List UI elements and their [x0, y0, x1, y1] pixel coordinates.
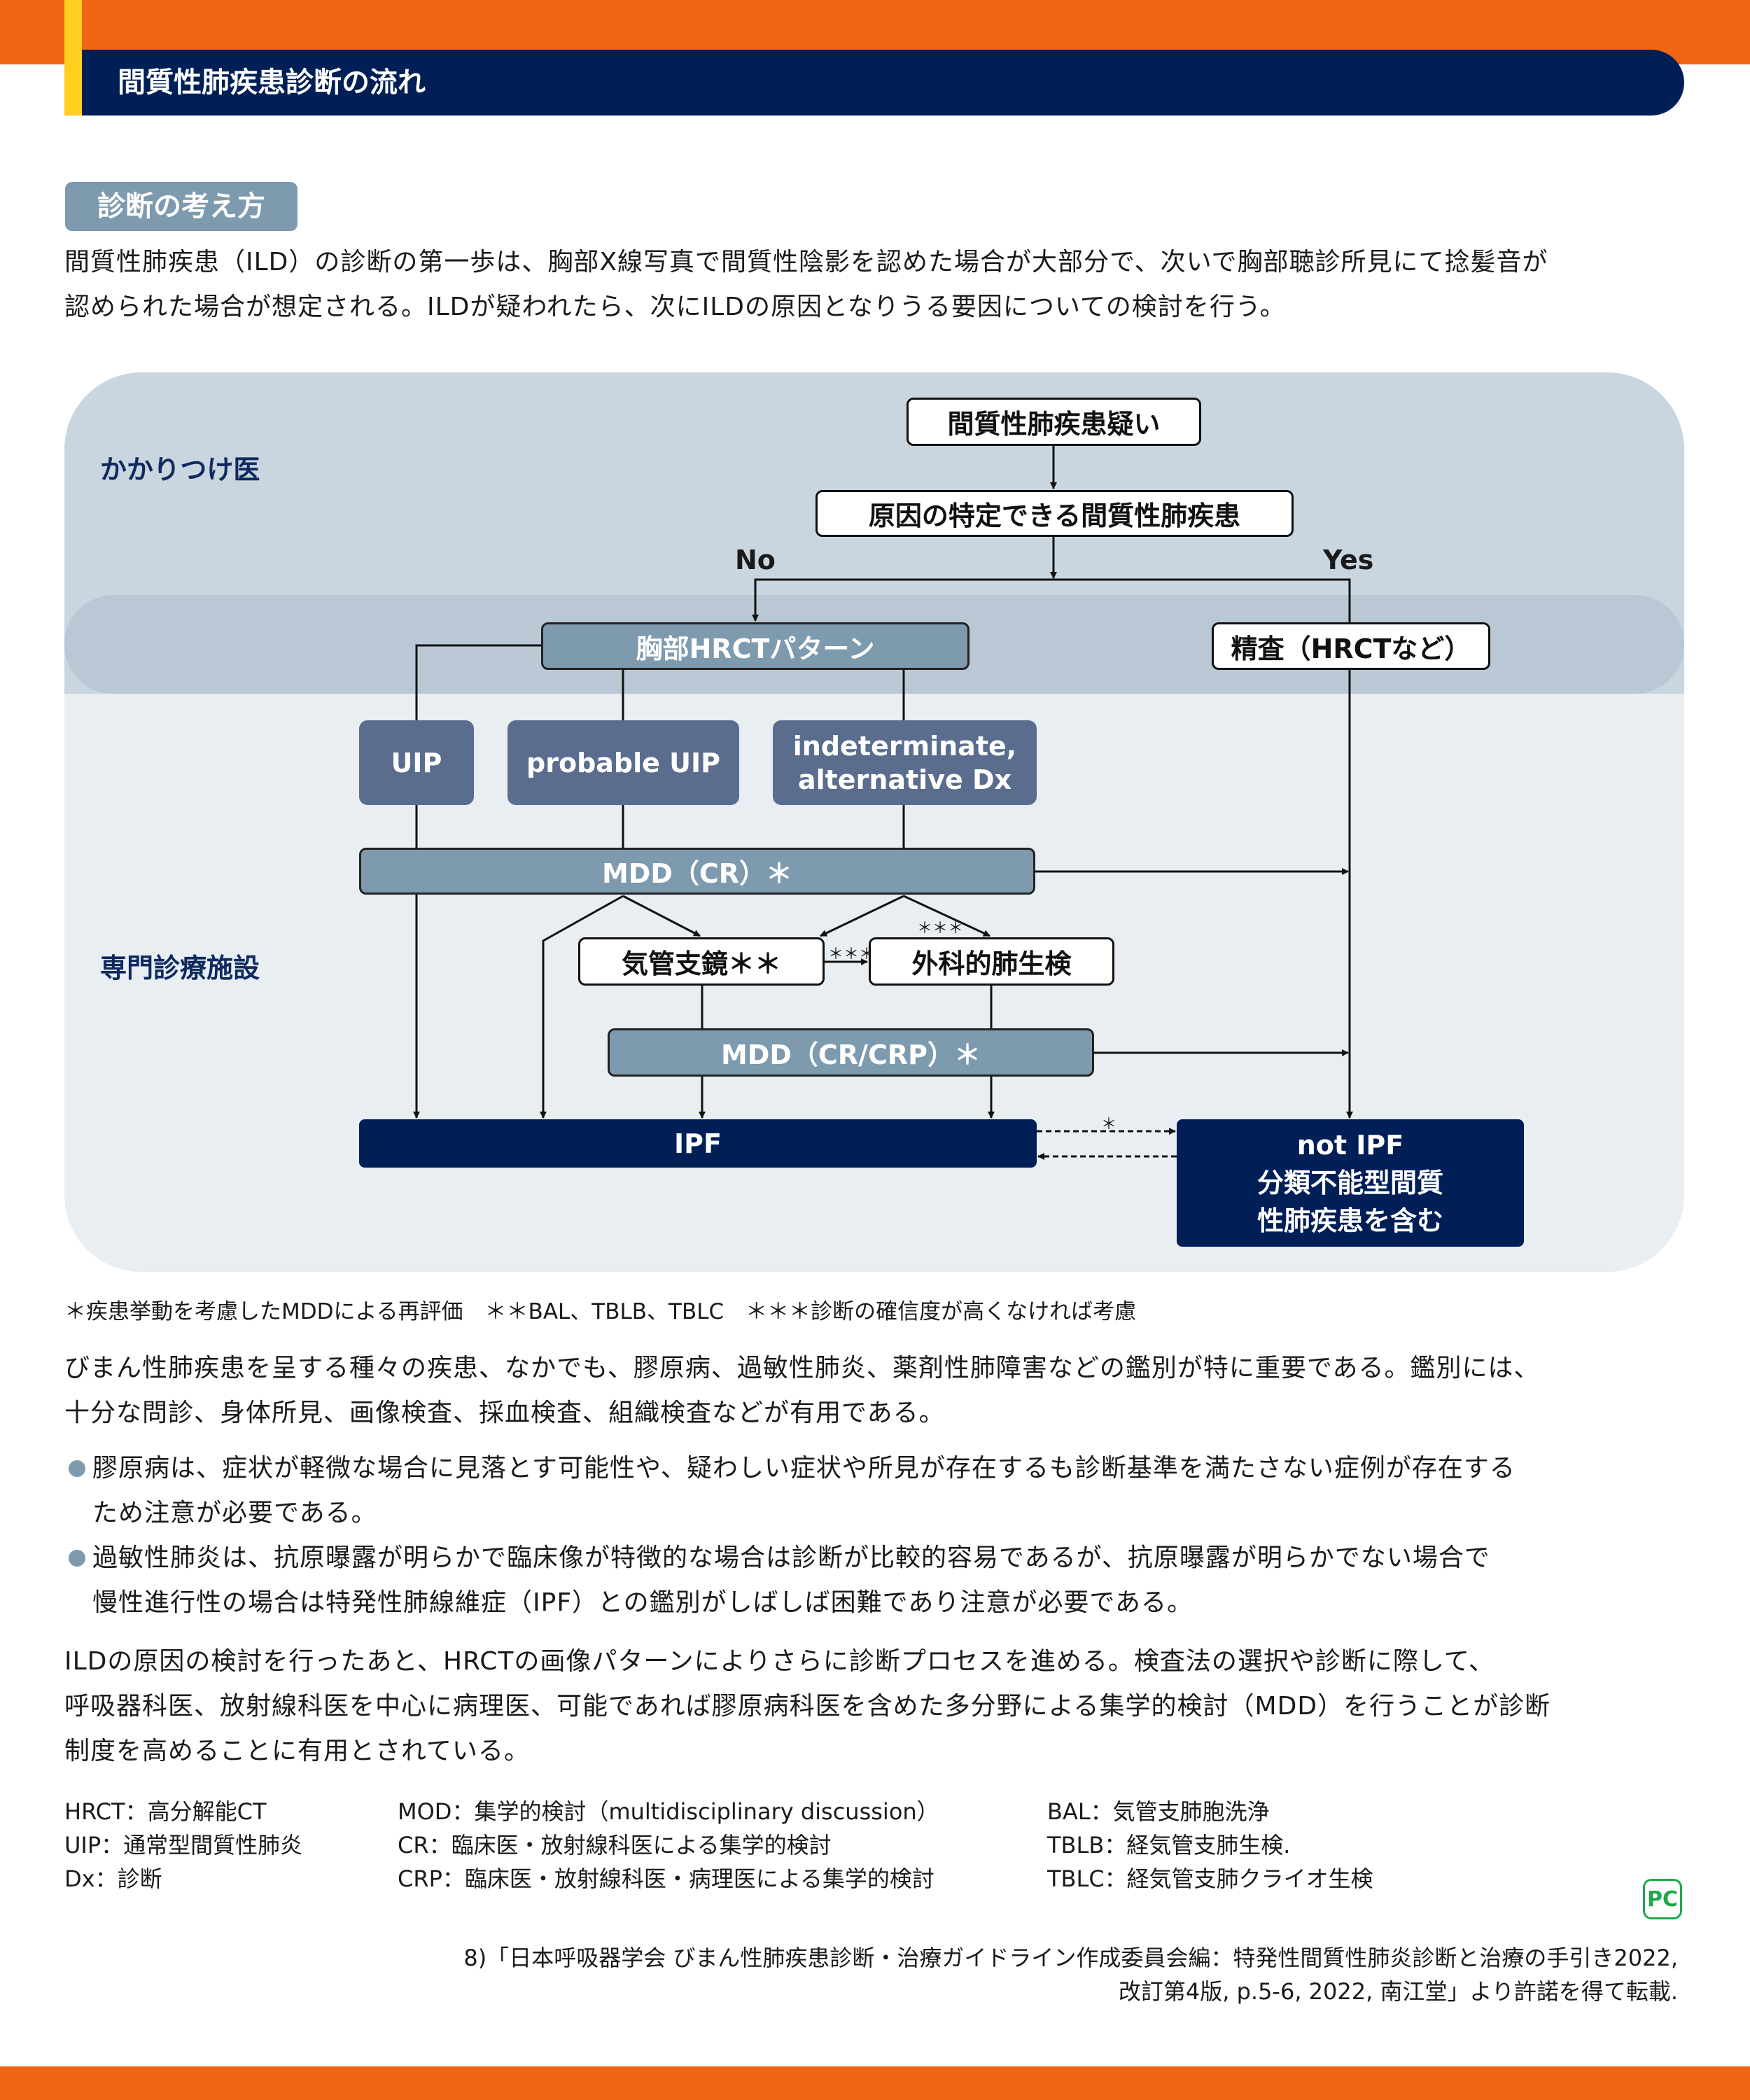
- bullet-line: 過敏性肺炎は、抗原曝露が明らかで臨床像が特徴的な場合は診断が比較的容易であるが、…: [92, 1544, 1490, 1572]
- intro-line: 認められた場合が想定される。ILDが疑われたら、次にILDの原因となりうる要因に…: [64, 293, 1286, 321]
- paragraph-line: 制度を高めることに有用とされている。: [64, 1737, 530, 1765]
- node-not-ipf: not IPF 分類不能型間質 性肺疾患を含む: [1177, 1119, 1524, 1247]
- glossary-col-3: BAL：気管支肺胞洗浄 TBLB：経気管支肺生検. TBLC：経気管支肺クライオ…: [1047, 1795, 1373, 1896]
- bullet-line: ため注意が必要である。: [92, 1499, 377, 1527]
- node-uip: UIP: [359, 720, 474, 805]
- zone-label-primary: かかりつけ医: [100, 454, 260, 485]
- bullet-icon: [69, 1460, 85, 1477]
- glossary-entry: UIP：通常型間質性肺炎: [64, 1832, 303, 1858]
- paragraph-line: 呼吸器科医、放射線科医を中心に病理医、可能であれば膠原病科医を含めた多分野による…: [64, 1692, 1551, 1721]
- citation-line: 改訂第4版, p.5-6, 2022, 南江堂」より許諾を得て転載.: [1118, 1978, 1678, 2005]
- glossary-col-1: HRCT：高分解能CT UIP：通常型間質性肺炎 Dx：診断: [64, 1795, 302, 1896]
- paragraph-line: びまん性肺疾患を呈する種々の疾患、なかでも、膠原病、過敏性肺炎、薬剤性肺障害など…: [64, 1354, 1540, 1382]
- intro-line: 間質性肺疾患（ILD）の診断の第一歩は、胸部X線写真で間質性陰影を認めた場合が大…: [64, 248, 1548, 276]
- glossary-entry: HRCT：高分解能CT: [64, 1798, 267, 1825]
- zone-label-specialist: 専門診療施設: [100, 953, 260, 983]
- bullet-list: 膠原病は、症状が軽微な場合に見落とす可能性や、疑わしい症状や所見が存在するも診断…: [64, 1446, 1688, 1625]
- node-indeterminate-line2: alternative Dx: [797, 764, 1012, 795]
- header-bar: [82, 50, 1684, 115]
- node-ipf: IPF: [359, 1119, 1037, 1168]
- triple-star-label-2: ＊＊＊: [828, 946, 875, 963]
- bottom-orange-band: [0, 2066, 1750, 2100]
- glossary-col-2: MOD：集学的検討（multidisciplinary discussion） …: [398, 1795, 939, 1896]
- arrow-mdd-to-bronch: [622, 895, 701, 937]
- node-not-ipf-line1: not IPF: [1296, 1130, 1404, 1161]
- citation: 8)「日本呼吸器学会 びまん性肺疾患診断・治療ガイドライン作成委員会編：特発性間…: [463, 1941, 1678, 2008]
- branch-line: [754, 578, 1351, 622]
- branch-label-no: No: [735, 545, 776, 575]
- line-hrct-to-uip: [415, 644, 541, 720]
- bullet-icon: [69, 1550, 85, 1567]
- node-indeterminate: indeterminate, alternative Dx: [773, 720, 1037, 805]
- page-title: 間質性肺疾患診断の流れ: [118, 66, 426, 99]
- bullet-item: 過敏性肺炎は、抗原曝露が明らかで臨床像が特徴的な場合は診断が比較的容易であるが、…: [64, 1536, 1688, 1625]
- glossary-entry: CR：臨床医・放射線科医による集学的検討: [398, 1832, 832, 1858]
- node-suspected-ild: 間質性肺疾患疑い: [906, 398, 1201, 446]
- node-not-ipf-line2: 分類不能型間質: [1256, 1168, 1443, 1198]
- arrow-mdd-to-bronch-2: [820, 895, 904, 937]
- branch-label-yes: Yes: [1323, 545, 1374, 575]
- node-surgical-biopsy: 外科的肺生検: [869, 937, 1114, 986]
- paragraph-line: ILDの原因の検討を行ったあと、HRCTの画像パターンによりさらに診断プロセスを…: [64, 1647, 1494, 1676]
- node-probable-uip: probable UIP: [507, 720, 739, 805]
- node-bronchoscopy: 気管支鏡＊＊: [578, 937, 825, 986]
- arrow-mdd-to-ipf-diag: [540, 895, 624, 1119]
- section-tag: 診断の考え方: [65, 182, 298, 231]
- node-hrct-pattern: 胸部HRCTパターン: [541, 622, 969, 670]
- glossary-entry: CRP：臨床医・放射線科医・病理医による集学的検討: [398, 1865, 934, 1892]
- node-mdd-cr: MDD（CR）＊: [359, 848, 1035, 895]
- paragraph-differential: びまん性肺疾患を呈する種々の疾患、なかでも、膠原病、過敏性肺炎、薬剤性肺障害など…: [64, 1346, 1688, 1436]
- glossary-entry: BAL：気管支肺胞洗浄: [1047, 1798, 1270, 1825]
- citation-line: 8)「日本呼吸器学会 びまん性肺疾患診断・治療ガイドライン作成委員会編：特発性間…: [463, 1945, 1678, 1971]
- pc-logo-icon: PC: [1643, 1879, 1682, 1919]
- bullet-item: 膠原病は、症状が軽微な場合に見落とす可能性や、疑わしい症状や所見が存在するも診断…: [64, 1446, 1688, 1536]
- node-mdd-cr-crp: MDD（CR/CRP）＊: [608, 1028, 1094, 1077]
- node-not-ipf-line3: 性肺疾患を含む: [1256, 1205, 1443, 1236]
- node-indeterminate-line1: indeterminate,: [792, 730, 1017, 762]
- single-star-label: ＊: [1101, 1116, 1117, 1133]
- node-identifiable-cause: 原因の特定できる間質性肺疾患: [816, 490, 1294, 537]
- bullet-line: 慢性進行性の場合は特発性肺線維症（IPF）との鑑別がしばしば困難であり注意が必要…: [92, 1588, 1193, 1617]
- glossary-entry: TBLC：経気管支肺クライオ生検: [1047, 1865, 1373, 1892]
- bullet-line: 膠原病は、症状が軽微な場合に見落とす可能性や、疑わしい症状や所見が存在するも診断…: [92, 1454, 1516, 1483]
- glossary-entry: MOD：集学的検討（multidisciplinary discussion）: [398, 1798, 939, 1825]
- glossary-entry: TBLB：経気管支肺生検.: [1047, 1832, 1291, 1858]
- triple-star-label: ＊＊＊: [917, 920, 964, 937]
- flowchart-footnote: ＊疾患挙動を考慮したMDDによる再評価 ＊＊BAL、TBLB、TBLC ＊＊＊診…: [64, 1299, 1137, 1324]
- yellow-accent-stripe: [64, 0, 82, 115]
- arrow-mdd-to-surgical: [903, 895, 990, 937]
- glossary-entry: Dx：診断: [64, 1865, 162, 1892]
- intro-paragraph: 間質性肺疾患（ILD）の診断の第一歩は、胸部X線写真で間質性陰影を認めた場合が大…: [64, 240, 1688, 330]
- node-workup: 精査（HRCTなど）: [1212, 622, 1490, 670]
- paragraph-line: 十分な問診、身体所見、画像検査、採血検査、組織検査などが有用である。: [64, 1399, 945, 1427]
- paragraph-mdd: ILDの原因の検討を行ったあと、HRCTの画像パターンによりさらに診断プロセスを…: [64, 1639, 1688, 1774]
